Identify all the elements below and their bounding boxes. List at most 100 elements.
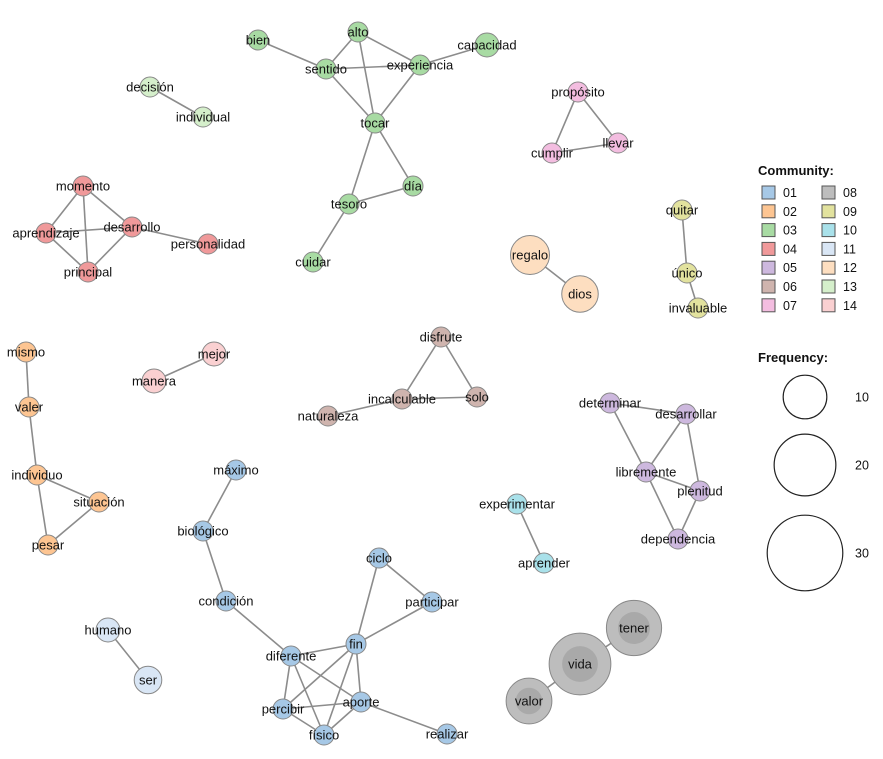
node-circle-aporte[interactable]: [350, 691, 372, 713]
node-biologico[interactable]: [192, 520, 214, 542]
node-individual[interactable]: [192, 106, 214, 128]
node-dios[interactable]: [561, 275, 599, 313]
node-circle-sentido[interactable]: [315, 58, 337, 80]
node-capacidad[interactable]: [474, 32, 500, 58]
node-circle-llevar[interactable]: [607, 132, 629, 154]
node-determinar[interactable]: [599, 392, 621, 414]
node-circle-invaluable[interactable]: [687, 297, 709, 319]
node-circle-aprendizaje[interactable]: [35, 222, 57, 244]
node-circle-mejor[interactable]: [201, 341, 227, 367]
node-circle-unico[interactable]: [676, 262, 698, 284]
node-circle-ciclo[interactable]: [368, 547, 390, 569]
node-decision[interactable]: [139, 76, 161, 98]
node-aprendizaje[interactable]: [35, 222, 57, 244]
node-incalculable[interactable]: [391, 388, 413, 410]
node-circle-mismo[interactable]: [15, 341, 37, 363]
node-circle-decision[interactable]: [139, 76, 161, 98]
node-condicion[interactable]: [215, 590, 237, 612]
node-circle-bien[interactable]: [247, 29, 269, 51]
node-fin[interactable]: [345, 633, 367, 655]
node-circle-percibir[interactable]: [272, 698, 294, 720]
node-circle-determinar[interactable]: [599, 392, 621, 414]
node-invaluable[interactable]: [687, 297, 709, 319]
node-circle-desarrollar[interactable]: [675, 403, 697, 425]
node-mismo[interactable]: [15, 341, 37, 363]
node-circle-quitar[interactable]: [671, 199, 693, 221]
node-fisico[interactable]: [313, 724, 335, 746]
node-vida[interactable]: [548, 632, 612, 696]
node-circle-situacion[interactable]: [88, 491, 110, 513]
node-pesar[interactable]: [37, 534, 59, 556]
node-circle-condicion[interactable]: [215, 590, 237, 612]
node-solo[interactable]: [466, 386, 488, 408]
node-circle-incalculable[interactable]: [391, 388, 413, 410]
node-dia[interactable]: [402, 175, 424, 197]
node-circle-valer[interactable]: [18, 396, 40, 418]
node-plenitud[interactable]: [689, 480, 711, 502]
node-circle-cumplir[interactable]: [541, 142, 563, 164]
node-circle-alto[interactable]: [347, 21, 369, 43]
node-sentido[interactable]: [315, 58, 337, 80]
node-circle-cuidar[interactable]: [302, 251, 324, 273]
node-circle-tesoro[interactable]: [338, 193, 360, 215]
node-individuo[interactable]: [26, 464, 48, 486]
node-bien[interactable]: [247, 29, 269, 51]
node-principal[interactable]: [77, 261, 99, 283]
node-circle-proposito[interactable]: [567, 81, 589, 103]
node-aporte[interactable]: [350, 691, 372, 713]
node-circle-participar[interactable]: [421, 591, 443, 613]
node-circle-maximo[interactable]: [225, 459, 247, 481]
node-circle-principal[interactable]: [77, 261, 99, 283]
node-circle-plenitud[interactable]: [689, 480, 711, 502]
node-personalidad[interactable]: [197, 233, 219, 255]
node-circle-regalo[interactable]: [509, 234, 551, 276]
node-circle-disfrute[interactable]: [430, 326, 452, 348]
node-mejor[interactable]: [201, 341, 227, 367]
node-momento[interactable]: [72, 175, 94, 197]
node-circle-fisico[interactable]: [313, 724, 335, 746]
node-disfrute[interactable]: [430, 326, 452, 348]
node-circle-humano[interactable]: [95, 617, 121, 643]
node-circle-ser[interactable]: [133, 665, 163, 695]
node-situacion[interactable]: [88, 491, 110, 513]
node-circle-biologico[interactable]: [192, 520, 214, 542]
node-circle-tocar[interactable]: [364, 112, 386, 134]
node-cumplir[interactable]: [541, 142, 563, 164]
node-circle-diferente[interactable]: [280, 645, 302, 667]
node-regalo[interactable]: [509, 234, 551, 276]
node-cuidar[interactable]: [302, 251, 324, 273]
node-tesoro[interactable]: [338, 193, 360, 215]
node-circle-individuo[interactable]: [26, 464, 48, 486]
node-circle-experiencia[interactable]: [409, 54, 431, 76]
node-desarrollar[interactable]: [675, 403, 697, 425]
node-circle-experimentar[interactable]: [506, 493, 528, 515]
node-participar[interactable]: [421, 591, 443, 613]
node-circle-dios[interactable]: [561, 275, 599, 313]
node-tener[interactable]: [605, 599, 663, 657]
node-circle-manera[interactable]: [141, 368, 167, 394]
node-dependencia[interactable]: [667, 528, 689, 550]
node-percibir[interactable]: [272, 698, 294, 720]
node-circle-dia[interactable]: [402, 175, 424, 197]
node-llevar[interactable]: [607, 132, 629, 154]
node-circle-personalidad[interactable]: [197, 233, 219, 255]
node-circle-realizar[interactable]: [436, 723, 458, 745]
node-circle-aprender[interactable]: [533, 552, 555, 574]
node-circle-pesar[interactable]: [37, 534, 59, 556]
node-circle-desarrollo[interactable]: [121, 216, 143, 238]
node-desarrollo[interactable]: [121, 216, 143, 238]
node-experiencia[interactable]: [409, 54, 431, 76]
node-circle-capacidad[interactable]: [474, 32, 500, 58]
node-ser[interactable]: [133, 665, 163, 695]
node-aprender[interactable]: [533, 552, 555, 574]
node-naturaleza[interactable]: [317, 405, 339, 427]
node-quitar[interactable]: [671, 199, 693, 221]
node-unico[interactable]: [676, 262, 698, 284]
node-circle-fin[interactable]: [345, 633, 367, 655]
node-circle-naturaleza[interactable]: [317, 405, 339, 427]
node-manera[interactable]: [141, 368, 167, 394]
node-circle-solo[interactable]: [466, 386, 488, 408]
node-maximo[interactable]: [225, 459, 247, 481]
node-experimentar[interactable]: [506, 493, 528, 515]
node-realizar[interactable]: [436, 723, 458, 745]
